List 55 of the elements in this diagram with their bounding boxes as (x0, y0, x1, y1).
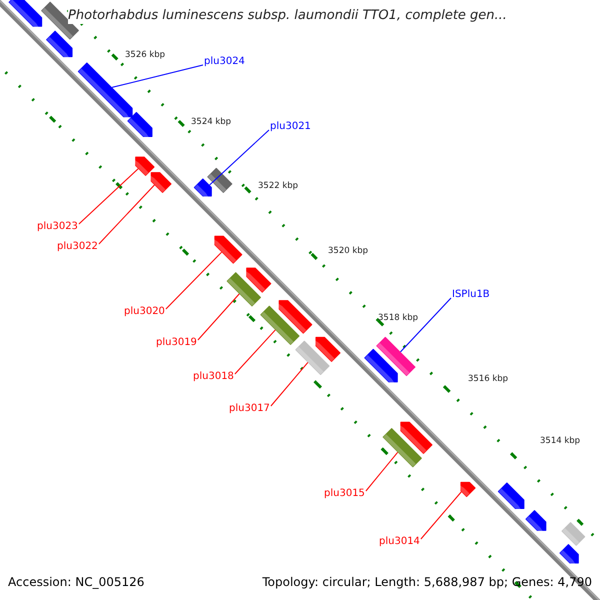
gene-name: plu3018 (193, 371, 234, 383)
gene-name: ISPlu1B (452, 289, 490, 301)
gene-block (295, 340, 330, 375)
gene-name: plu3019 (156, 337, 197, 349)
scale-label: 3520 kbp (328, 246, 368, 256)
gene-block (226, 272, 261, 306)
gene-name: plu3015 (324, 488, 365, 500)
scale-label: 3522 kbp (258, 181, 298, 191)
gene-block (207, 168, 232, 193)
leader-line (400, 298, 452, 352)
leader-line (197, 293, 240, 340)
leader-line (270, 362, 308, 406)
gene-feature (8, 0, 42, 28)
leader-line (209, 130, 270, 186)
gene-feature (314, 336, 341, 362)
scale-label: 3518 kbp (378, 313, 418, 323)
gene-feature (498, 482, 524, 511)
gene-feature (526, 510, 546, 533)
gene-feature (458, 482, 476, 497)
gene-feature (78, 62, 133, 119)
gene-name: plu3014 (379, 536, 420, 548)
gene-feature (149, 172, 172, 193)
gene-block (562, 522, 586, 546)
gene-block (376, 336, 416, 376)
scale-label: 3526 kbp (125, 50, 166, 60)
scale-label: 3514 kbp (540, 436, 580, 446)
gene-name: plu3020 (124, 306, 165, 318)
gene-block (382, 428, 422, 468)
leader-line (98, 184, 155, 244)
gene-block (260, 306, 300, 345)
gene-name: plu3017 (229, 403, 270, 415)
gene-feature (364, 348, 398, 384)
gene-feature (194, 178, 212, 198)
leader-line (365, 452, 398, 492)
gene-feature (134, 156, 155, 176)
leader-line (420, 491, 462, 540)
gene-feature (212, 236, 242, 264)
leader-line (112, 64, 204, 88)
scale-label: 3524 kbp (191, 117, 232, 127)
scale-label: 3516 kbp (468, 374, 508, 384)
leader-line (78, 168, 139, 224)
gene-name: plu3022 (57, 241, 98, 253)
gene-feature (559, 544, 579, 566)
gene-feature (46, 30, 73, 59)
gene-feature (244, 268, 272, 293)
gene-name: plu3024 (204, 56, 245, 68)
gene-feature (127, 112, 152, 139)
gene-name: plu3023 (37, 221, 78, 233)
gene-feature (277, 300, 312, 334)
summary-note: Topology: circular; Length: 5,688,987 bp; Genes: 4,790 (262, 575, 592, 590)
gene-name: plu3021 (270, 121, 311, 133)
gene-feature (398, 422, 432, 454)
leader-line (165, 252, 222, 310)
leader-line (234, 329, 276, 374)
accession-note: Accession: NC_005126 (8, 575, 144, 590)
